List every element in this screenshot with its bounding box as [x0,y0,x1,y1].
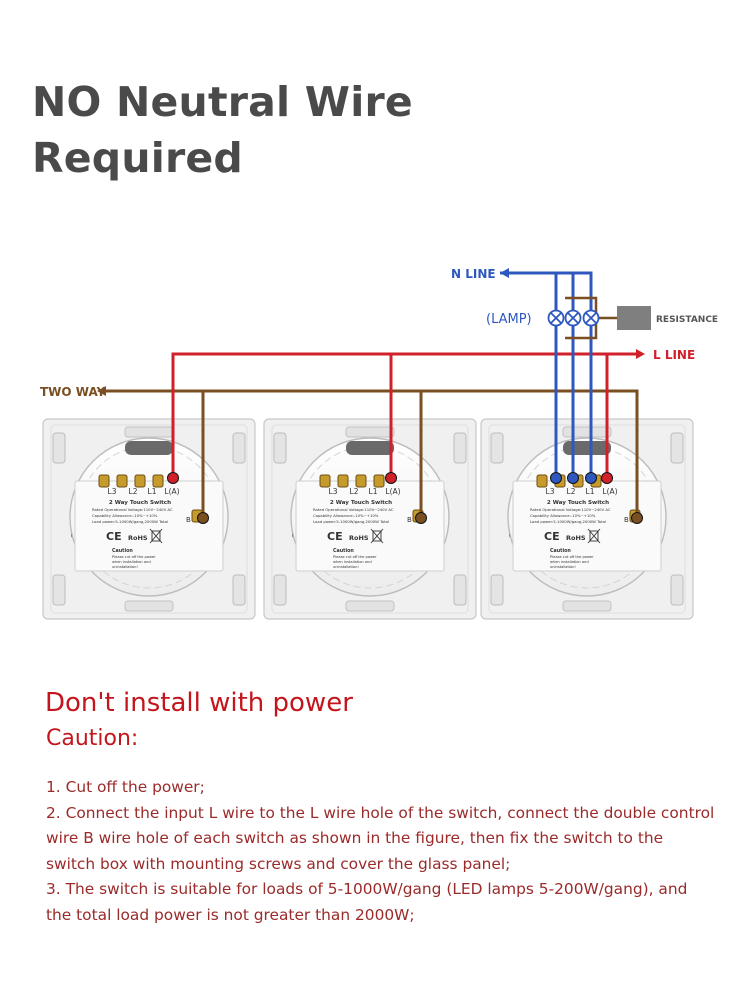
weee-bin-icon [370,528,384,544]
ce-mark: CE [327,530,343,543]
two-way-arrow-icon [97,386,106,396]
lamp-icon [564,309,582,327]
switch-3-labels: L3 L2 L1 L(A) 2 Way Touch Switch Rated O… [530,487,629,569]
n-line-label: N LINE [451,267,496,281]
page-title: NO Neutral Wire Required [32,74,413,186]
caution-line: Please cut off the power [333,555,377,559]
caution-line: Please cut off the power [550,555,594,559]
instruction-step: 2. Connect the input L wire to the L wir… [46,803,715,873]
resistance-label: RESISTANCE [656,315,718,325]
b-terminal-label: B [407,516,412,524]
spec-line: Rated Operational Voltage:110V~240V AC [530,507,611,512]
spec-line: Load power:5-1000W/gang,2000W Total [92,519,168,524]
ce-mark: CE [106,530,122,543]
caution-line: Please cut off the power [112,555,156,559]
title-line-2: Required [32,134,243,182]
caution-line: when installation and [112,560,151,564]
spec-line: Rated Operational Voltage:110V~240V AC [92,507,173,512]
caution-title: Caution [333,548,354,554]
two-way-label: TWO WAY [40,385,106,399]
terminal-label: L3 [329,487,338,496]
switch-model: 2 Way Touch Switch [330,500,392,506]
lamp-icon [547,309,565,327]
caution-title: Caution [112,548,133,554]
terminal-label: L2 [129,487,138,496]
b-terminal-label: B [186,516,191,524]
caution-line: uninstallation! [112,565,138,569]
spec-line: Capability Allowance:-10%~+10% [313,513,379,518]
terminal-label: L3 [108,487,117,496]
spec-line: Load power:5-1000W/gang,2000W Total [313,519,389,524]
weee-bin-icon [587,528,601,544]
terminal-dots [167,472,643,524]
instruction-step: 1. Cut off the power; [46,778,205,796]
spec-line: Load power:5-1000W/gang,2000W Total [530,519,606,524]
switch-model: 2 Way Touch Switch [547,500,609,506]
ce-mark: CE [544,530,560,543]
n-line-wire [500,271,593,478]
two-way-wire [100,389,639,518]
lamp-label: (LAMP) [486,312,532,327]
rohs-mark: RoHS [128,534,148,542]
switch-model: 2 Way Touch Switch [109,500,171,506]
warning-heading: Don't install with power [45,688,353,718]
terminal-label: L1 [369,487,378,496]
switch-2-labels: L3 L2 L1 L(A) 2 Way Touch Switch Rated O… [313,487,412,569]
caution-title: Caution [550,548,571,554]
spec-line: Capability Allowance:-10%~+10% [92,513,158,518]
l-line-label: L LINE [653,348,695,362]
switch-1-labels: L3 L2 L1 L(A) 2 Way Touch Switch Rated O… [92,487,191,569]
caution-heading: Caution: [46,726,139,751]
terminal-label: L(A) [385,487,400,496]
spec-line: Rated Operational Voltage:110V~240V AC [313,507,394,512]
terminal-label: L2 [567,487,576,496]
resistance-block [617,306,651,330]
weee-bin-icon [149,528,163,544]
caution-line: uninstallation! [333,565,359,569]
terminal-label: L3 [546,487,555,496]
lamp-icon [582,309,600,327]
terminal-label: L2 [350,487,359,496]
terminal-label: L(A) [602,487,617,496]
rohs-mark: RoHS [566,534,586,542]
instruction-step: 3. The switch is suitable for loads of 5… [46,880,688,924]
spec-line: Capability Allowance:-10%~+10% [530,513,596,518]
caution-line: when installation and [550,560,589,564]
wiring-diagram: L3 L2 L1 L(A) 2 Way Touch Switch Rated O… [40,267,718,620]
caution-line: uninstallation! [550,565,576,569]
terminal-label: L1 [586,487,595,496]
terminal-label: L(A) [164,487,179,496]
title-line-1: NO Neutral Wire [32,78,413,126]
l-line-wire [171,352,642,478]
instructions-list: 1. Cut off the power; 2. Connect the inp… [46,775,716,928]
l-line-arrow-icon [636,349,645,359]
caution-line: when installation and [333,560,372,564]
b-terminal-label: B [624,516,629,524]
terminal-label: L1 [148,487,157,496]
rohs-mark: RoHS [349,534,369,542]
n-line-arrow-icon [500,268,509,278]
